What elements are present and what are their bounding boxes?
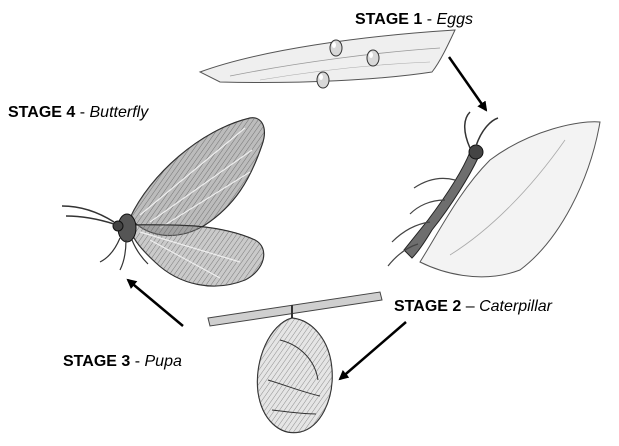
stage-3-name: Pupa bbox=[145, 353, 182, 370]
egg bbox=[330, 40, 342, 56]
stage-1-separator: - bbox=[422, 11, 436, 28]
stage-1-name: Eggs bbox=[437, 11, 473, 28]
stage-4-separator: - bbox=[75, 104, 89, 121]
stage-2-number: STAGE 2 bbox=[394, 298, 461, 315]
egg bbox=[317, 72, 329, 88]
stage-3-separator: - bbox=[130, 353, 144, 370]
butterfly-wing bbox=[130, 118, 264, 236]
stage-2-label: STAGE 2 – Caterpillar bbox=[394, 298, 552, 316]
leaf-with-caterpillar-illustration bbox=[388, 112, 600, 277]
stage-4-number: STAGE 4 bbox=[8, 104, 75, 121]
leaf-with-eggs-illustration bbox=[200, 30, 455, 88]
stage-1-number: STAGE 1 bbox=[355, 11, 422, 28]
stage-2-name: Caterpillar bbox=[479, 298, 552, 315]
chrysalis bbox=[257, 318, 332, 433]
stage-4-name: Butterfly bbox=[90, 104, 149, 121]
butterfly-illustration bbox=[62, 118, 264, 286]
pupa-illustration bbox=[208, 292, 382, 433]
stage-3-label: STAGE 3 - Pupa bbox=[63, 353, 182, 371]
arrow-stage3-to-stage4 bbox=[128, 280, 183, 326]
stage-1-label: STAGE 1 - Eggs bbox=[355, 11, 473, 29]
egg bbox=[367, 50, 379, 66]
stage-4-label: STAGE 4 - Butterfly bbox=[8, 104, 148, 122]
arrow-stage1-to-stage2 bbox=[449, 57, 486, 110]
stage-3-number: STAGE 3 bbox=[63, 353, 130, 370]
butterfly-wing bbox=[130, 225, 264, 286]
arrow-stage2-to-stage3 bbox=[340, 322, 406, 379]
stage-2-separator: – bbox=[461, 298, 479, 315]
